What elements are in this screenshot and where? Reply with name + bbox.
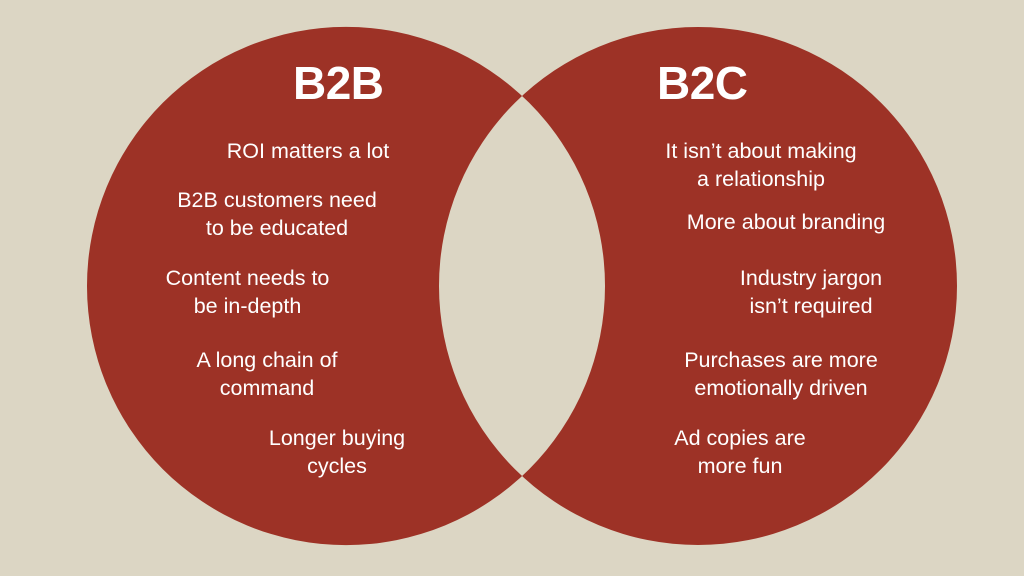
left-set-item: Longer buying cycles bbox=[268, 426, 406, 478]
left-set-item: A long chain of command bbox=[196, 348, 338, 400]
left-set-title: B2B bbox=[293, 57, 384, 109]
right-set-title: B2C bbox=[657, 57, 748, 109]
left-set-item: B2B customers need to be educated bbox=[177, 188, 377, 240]
venn-two-circle-path bbox=[86, 26, 958, 546]
right-set-item: More about branding bbox=[686, 210, 886, 234]
right-set-item: Ad copies are more fun bbox=[674, 426, 806, 478]
left-set-item: ROI matters a lot bbox=[226, 139, 390, 163]
right-set-item: It isn’t about making a relationship bbox=[665, 139, 857, 191]
right-set-item: Purchases are more emotionally driven bbox=[684, 348, 878, 400]
left-set-item: Content needs to be in-depth bbox=[165, 266, 330, 318]
right-set-item: Industry jargon isn’t required bbox=[739, 266, 883, 318]
